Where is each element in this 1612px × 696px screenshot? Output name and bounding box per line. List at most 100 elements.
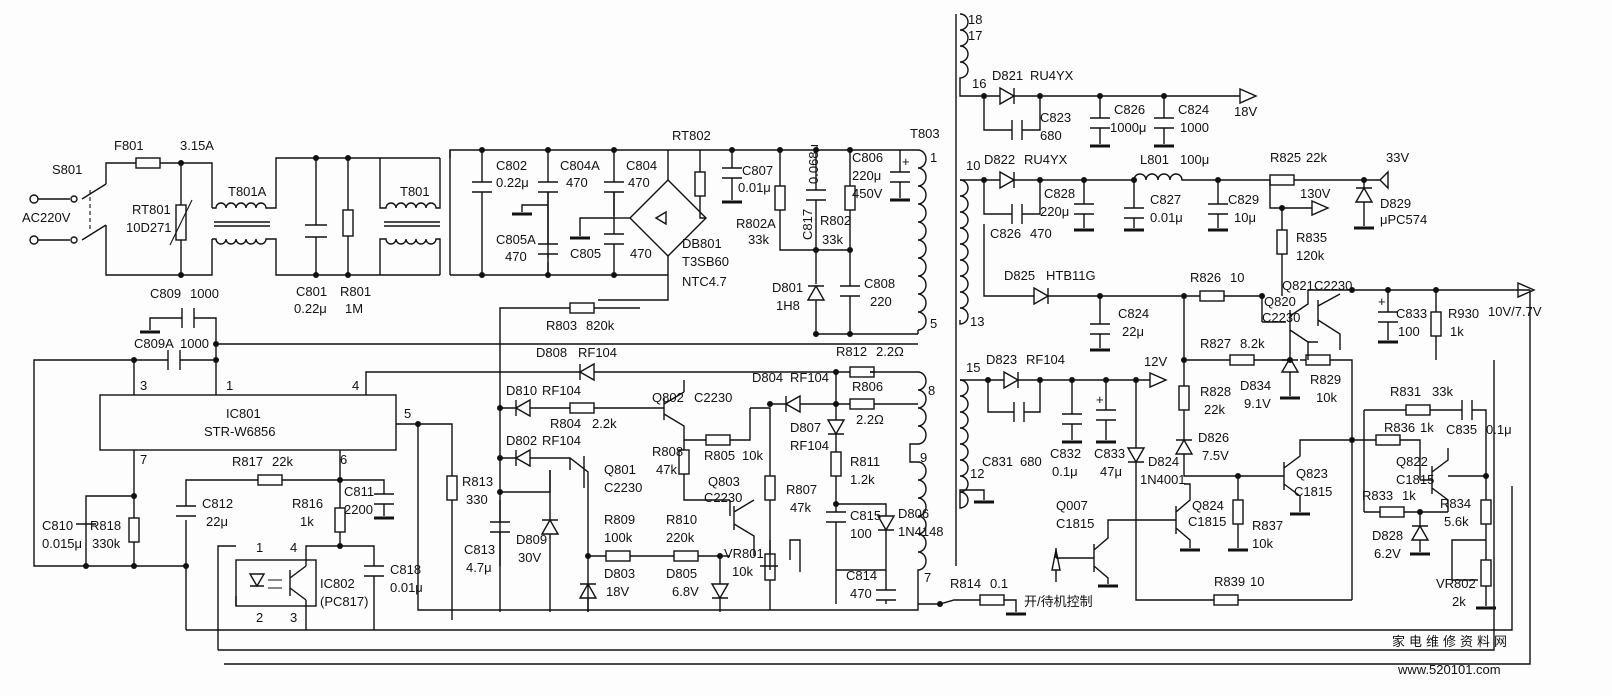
components-R808-value-label: 47k bbox=[656, 462, 677, 477]
components-RT802-ref-label: RT802 bbox=[672, 128, 711, 143]
components-C833a-value-label: 100 bbox=[1398, 324, 1420, 339]
components-R835-value-label: 120k bbox=[1296, 248, 1325, 263]
pins-sec_13-label: 13 bbox=[970, 314, 984, 329]
components-C804A-ref-label: C804A bbox=[560, 158, 600, 173]
components-C814-value-label: 470 bbox=[850, 586, 872, 601]
components-C802-ref-label: C802 bbox=[496, 158, 527, 173]
components-C812-value-label: 22μ bbox=[206, 514, 228, 529]
outputs-v10-label: 10V/7.7V bbox=[1488, 304, 1542, 319]
components-C818-value-label: 0.01μ bbox=[390, 580, 423, 595]
components-R837-value-label: 10k bbox=[1252, 536, 1273, 551]
pins-t803_7-label: 7 bbox=[924, 570, 931, 585]
components-Q823-ref-label: Q823 bbox=[1296, 466, 1328, 481]
components-R834-ref-label: R834 bbox=[1440, 496, 1471, 511]
components-D802-ref-label: D802 bbox=[506, 433, 537, 448]
components-D825-value-label: HTB11G bbox=[1046, 268, 1096, 283]
svg-text:+: + bbox=[1378, 294, 1386, 309]
components-R812-value-label: 2.2Ω bbox=[876, 344, 904, 359]
pins-sec_12-label: 12 bbox=[970, 466, 984, 481]
components-VR801-ref-label: VR801 bbox=[724, 546, 764, 561]
components-R817-value-label: 22k bbox=[272, 454, 293, 469]
mains-input: S801 AC220V F801 3.15A RT801 10D271 T801… bbox=[22, 138, 700, 316]
components-R813-value-label: 330 bbox=[466, 492, 488, 507]
components-C827-ref-label: C827 bbox=[1150, 192, 1181, 207]
components-T803-ref-label: T803 bbox=[910, 126, 940, 141]
components-R812-ref-label: R812 bbox=[836, 344, 867, 359]
components-Q823-value-label: C1815 bbox=[1294, 484, 1332, 499]
components-C823-ref-label: C823 bbox=[1040, 110, 1071, 125]
components-R829-value-label: 10k bbox=[1316, 390, 1337, 405]
varistor-rt801 bbox=[175, 204, 187, 241]
fuse-f801 bbox=[135, 157, 161, 169]
components-C809-value-label: 1000 bbox=[190, 286, 219, 301]
resistor-r803 bbox=[569, 302, 595, 314]
pins-ic801_5-label: 5 bbox=[404, 406, 411, 421]
components-Q821-value-label: C2230 bbox=[1314, 278, 1352, 293]
components-NTC-value-label: NTC4.7 bbox=[682, 274, 727, 289]
components-D801-ref-label: D801 bbox=[772, 280, 803, 295]
components-D803-value-label: 18V bbox=[606, 584, 629, 599]
components-C806-value1-label: 220μ bbox=[852, 168, 881, 183]
components-C802-value-label: 0.22μ bbox=[496, 175, 529, 190]
components-R807-value-label: 47k bbox=[790, 500, 811, 515]
components-D834-value-label: 9.1V bbox=[1244, 396, 1271, 411]
components-R829-ref-label: R829 bbox=[1310, 372, 1341, 387]
components-R831-ref-label: R831 bbox=[1390, 384, 1421, 399]
components-C804-ref-label: C804 bbox=[626, 158, 657, 173]
components-Q802-value-label: C2230 bbox=[694, 390, 732, 405]
components-C824b-ref-label: C824 bbox=[1118, 306, 1149, 321]
outputs-v130-label: 130V bbox=[1300, 186, 1331, 201]
components-D804-value-label: RF104 bbox=[790, 370, 829, 385]
components-R813-ref-label: R813 bbox=[462, 474, 493, 489]
components-R814-value-label: 0.1 bbox=[990, 576, 1008, 591]
components-C824a-value-label: 1000 bbox=[1180, 120, 1209, 135]
components-C801-ref-label: C801 bbox=[296, 284, 327, 299]
components-D825-ref-label: D825 bbox=[1004, 268, 1035, 283]
components-D809-value-label: 30V bbox=[518, 550, 541, 565]
components-Q007-value-label: C1815 bbox=[1056, 516, 1094, 531]
components-D828-ref-label: D828 bbox=[1372, 528, 1403, 543]
components-D801-value-label: 1H8 bbox=[776, 298, 800, 313]
components-D802-value-label: RF104 bbox=[542, 433, 581, 448]
components-C806-ref-label: C806 bbox=[852, 150, 883, 165]
components-C823-value-label: 680 bbox=[1040, 128, 1062, 143]
components-D824-ref-label: D824 bbox=[1148, 454, 1179, 469]
watermark-url: www.520101.com bbox=[1397, 662, 1501, 677]
pins-t803_5-label: 5 bbox=[930, 316, 937, 331]
components-C826a-value-label: 1000μ bbox=[1110, 120, 1146, 135]
components-R804-value-label: 2.2k bbox=[592, 416, 617, 431]
components-D823-value-label: RF104 bbox=[1026, 352, 1065, 367]
components-VR802-ref-label: VR802 bbox=[1436, 576, 1476, 591]
components-C835-ref-label: C835 bbox=[1446, 422, 1477, 437]
components-D804-ref-label: D804 bbox=[752, 370, 783, 385]
pins-ic802_1-label: 1 bbox=[256, 540, 263, 555]
outputs-v18-label: 18V bbox=[1234, 104, 1257, 119]
resistor-r801 bbox=[342, 209, 354, 237]
svg-text:+: + bbox=[902, 154, 910, 169]
components-C832-ref-label: C832 bbox=[1050, 446, 1081, 461]
components-D822-value-label: RU4YX bbox=[1024, 152, 1068, 167]
components-R806-value-label: 2.2Ω bbox=[856, 412, 884, 427]
ac-terminal-bottom bbox=[29, 235, 39, 245]
components-Q802-ref-label: Q802 bbox=[652, 390, 684, 405]
components-C824b-value-label: 22μ bbox=[1122, 324, 1144, 339]
pins-ic801_6-label: 6 bbox=[340, 452, 347, 467]
pins-ic801_4-label: 4 bbox=[352, 378, 359, 393]
components-Q824-ref-label: Q824 bbox=[1192, 498, 1224, 513]
components-R802A-value-label: 33k bbox=[748, 232, 769, 247]
components-C833b-value-label: 47μ bbox=[1100, 464, 1122, 479]
components-D806-ref-label: D806 bbox=[898, 506, 929, 521]
components-R811-ref-label: R811 bbox=[850, 454, 880, 469]
components-C804A-value-label: 470 bbox=[566, 175, 588, 190]
components-IC802-value-label: (PC817) bbox=[320, 594, 368, 609]
pins-t803_1-label: 1 bbox=[930, 150, 937, 165]
components-R802A-ref-label: R802A bbox=[736, 216, 776, 231]
components-D821-ref-label: D821 bbox=[992, 68, 1023, 83]
components-C805-value-label: 470 bbox=[630, 246, 652, 261]
pins-ic802_2-label: 2 bbox=[256, 610, 263, 625]
components-C814-ref-label: C814 bbox=[846, 568, 877, 583]
components-R802-ref-label: R802 bbox=[820, 213, 851, 228]
components-D805-value-label: 6.8V bbox=[672, 584, 699, 599]
components-R827-ref-label: R827 bbox=[1200, 336, 1231, 351]
